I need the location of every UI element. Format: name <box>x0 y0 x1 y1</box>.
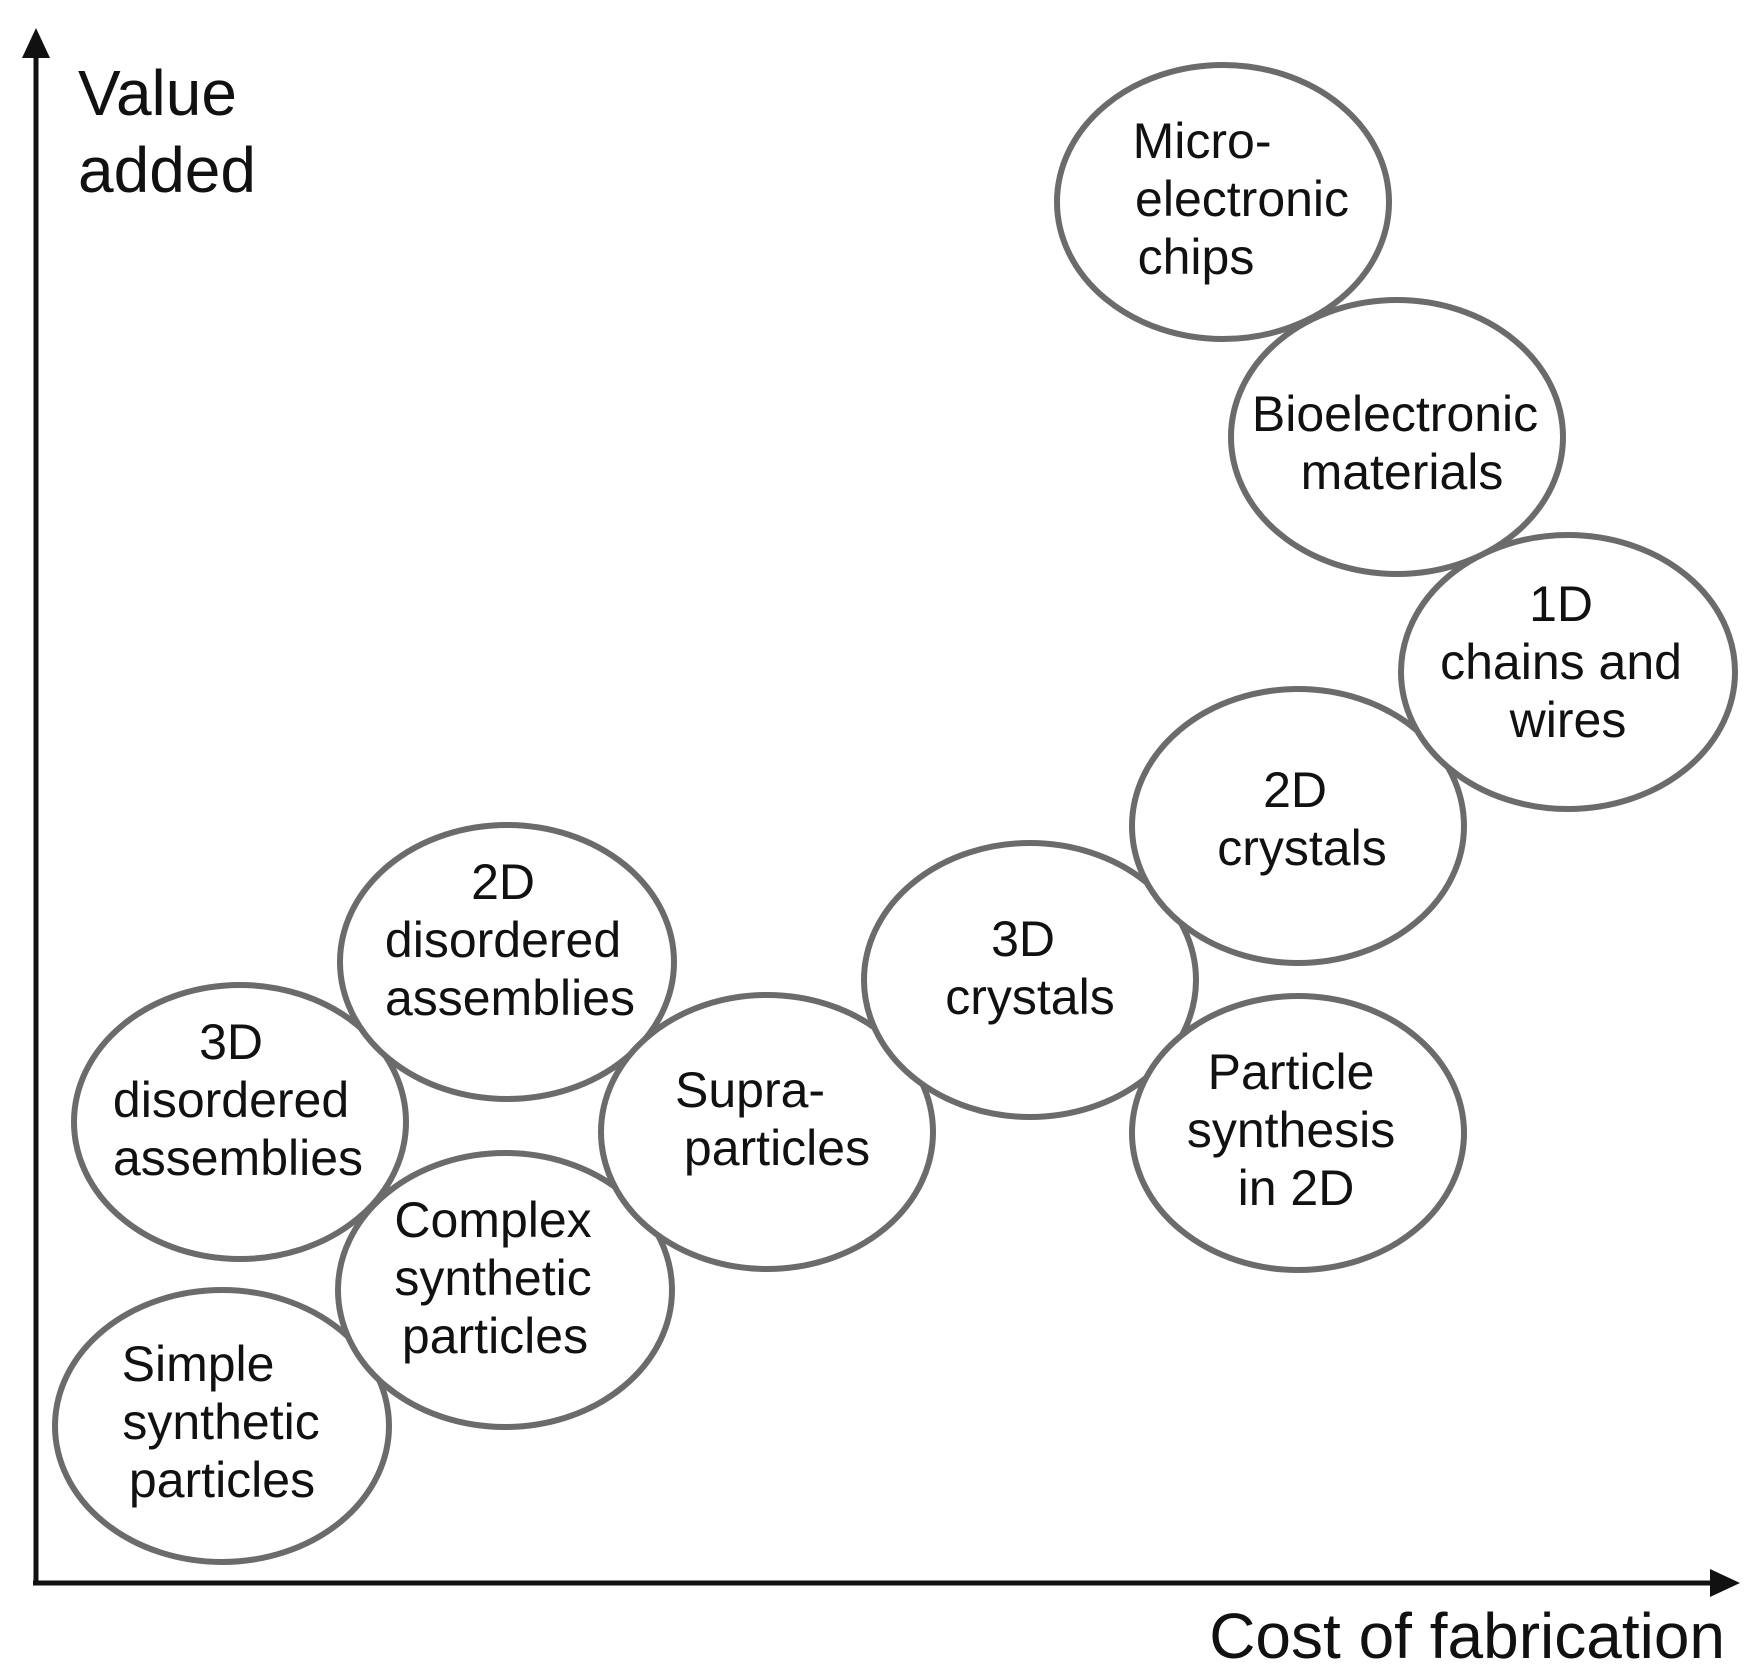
node-label-line: materials <box>1301 444 1504 500</box>
node-label-line: assemblies <box>113 1130 363 1186</box>
node-label-line: synthetic <box>122 1394 319 1450</box>
node-ellipse <box>1129 993 1467 1273</box>
y-axis-label-line-2: added <box>78 134 256 206</box>
node-label-line: chains and <box>1440 634 1682 690</box>
node-simple-synthetic-particles: Simple synthetic particles <box>52 1287 392 1565</box>
node-ellipse <box>1129 686 1467 966</box>
x-axis-arrowhead <box>1710 1569 1740 1597</box>
node-complex-synthetic-particles: Complex synthetic particles <box>335 1150 675 1430</box>
node-supra-particles: Supra- particles <box>598 992 936 1272</box>
node-micro-electronic-chips: Micro- electronic chips <box>1054 62 1392 342</box>
node-2d-disordered-assemblies: 2D disordered assemblies <box>337 822 677 1102</box>
node-label-line: 3D <box>199 1014 263 1070</box>
node-1d-chains-and-wires: 1D chains and wires <box>1398 532 1738 812</box>
node-ellipse <box>337 822 677 1102</box>
node-label-line: Supra- <box>675 1062 825 1118</box>
node-particle-synthesis-in-2d: Particle synthesis in 2D <box>1129 993 1467 1273</box>
node-label-line: synthesis <box>1187 1102 1395 1158</box>
node-label: 1D chains and wires <box>1440 576 1696 748</box>
y-axis-label: Value added <box>78 57 256 206</box>
node-ellipse <box>1398 532 1738 812</box>
node-label: 2D crystals <box>1217 762 1386 876</box>
node-label: Bioelectronic materials <box>1252 386 1552 500</box>
node-label: Supra- particles <box>675 1062 870 1176</box>
node-label-line: 2D <box>471 854 535 910</box>
node-label: 2D disordered assemblies <box>385 854 635 1026</box>
node-ellipse <box>1054 62 1392 342</box>
node-ellipse <box>52 1287 392 1565</box>
node-label-line: crystals <box>1217 820 1386 876</box>
node-label-line: particles <box>129 1452 315 1508</box>
node-label-line: 2D <box>1263 762 1327 818</box>
node-label-line: Particle <box>1208 1044 1375 1100</box>
node-label: Particle synthesis in 2D <box>1187 1044 1409 1216</box>
node-ellipse <box>335 1150 675 1430</box>
node-label: 3D disordered assemblies <box>113 1014 363 1186</box>
node-label-line: wires <box>1509 692 1627 748</box>
node-label-line: particles <box>402 1308 588 1364</box>
y-axis-arrowhead <box>22 28 50 58</box>
node-label-line: Micro- <box>1133 113 1272 169</box>
node-ellipse <box>861 840 1199 1120</box>
node-3d-crystals: 3D crystals <box>861 840 1199 1120</box>
node-label: Micro- electronic chips <box>1133 113 1363 285</box>
node-label-line: in 2D <box>1238 1160 1355 1216</box>
node-label-line: 3D <box>991 911 1055 967</box>
node-label-line: particles <box>684 1120 870 1176</box>
node-label-line: chips <box>1138 229 1255 285</box>
node-bioelectronic-materials: Bioelectronic materials <box>1228 297 1566 577</box>
node-label-line: 1D <box>1529 576 1593 632</box>
node-label-line: Complex <box>394 1192 591 1248</box>
node-ellipse <box>71 982 409 1262</box>
node-2d-crystals: 2D crystals <box>1129 686 1467 966</box>
node-label-line: disordered <box>385 912 621 968</box>
node-label-line: electronic <box>1135 171 1349 227</box>
node-ellipse <box>598 992 936 1272</box>
node-label-line: Simple <box>122 1336 275 1392</box>
node-label-line: crystals <box>945 969 1114 1025</box>
node-label-line: Bioelectronic <box>1252 386 1538 442</box>
node-label: 3D crystals <box>945 911 1114 1025</box>
node-label-line: synthetic <box>394 1250 591 1306</box>
x-axis-label: Cost of fabrication <box>1209 1600 1725 1672</box>
node-ellipse <box>1228 297 1566 577</box>
node-label-line: assemblies <box>385 970 635 1026</box>
y-axis-label-line-1: Value <box>78 57 237 129</box>
node-label-line: disordered <box>113 1072 349 1128</box>
node-label: Complex synthetic particles <box>394 1192 605 1364</box>
axes: Value added Cost of fabrication <box>22 28 1740 1672</box>
node-3d-disordered-assemblies: 3D disordered assemblies <box>71 982 409 1262</box>
node-label: Simple synthetic particles <box>122 1336 334 1508</box>
